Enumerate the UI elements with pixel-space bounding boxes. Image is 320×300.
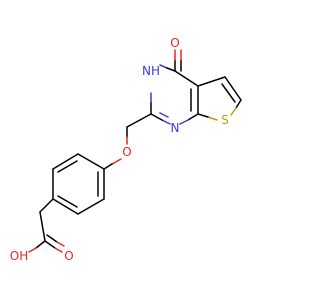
structure-canvas: O NH N S O O OH [10,36,242,263]
acid-oxygen-label: O [64,249,73,263]
molecule-diagram: O NH N S O O OH [10,36,242,263]
bond-ar1-ar2 [77,153,105,170]
ring-nitrogen-label: N [171,121,180,135]
bond-c6-s-b [230,107,237,116]
carbonyl-oxygen-label: O [170,36,179,50]
bond-o-aryl-b [103,163,113,170]
bond-c-o-dbl-inner-a [46,234,58,243]
bond-s-c7a-a [207,116,218,121]
bond-n3-c4-b [166,67,176,72]
bond-c4-c4a [174,70,199,87]
benzene-ring [52,153,105,215]
sulfur-label: S [221,113,229,127]
bond-ar4-ch2 [39,198,54,213]
bond-ar4-ar5 [52,198,79,215]
bond-c-o-dbl-b [54,247,63,253]
bond-c5-c6-inner [221,83,236,103]
pyrimidinone-ring [150,49,199,125]
bond-c6-s-a [235,99,242,109]
bond-c2-ch2 [126,113,152,128]
bond-c-oh-a [35,240,46,249]
bond-ch2-cooh [39,211,46,242]
ether-oxygen-label: O [122,145,131,159]
bond-n1-c2-inner [159,112,169,118]
acetic-acid-group [28,198,65,253]
bond-ar2-ar3 [52,153,79,170]
bond-ar5-ar6 [77,198,105,215]
bond-c7a-n1-b [179,119,189,125]
bond-ar4-ar5-inner [57,195,78,208]
bond-n1-c2-a [161,119,171,125]
bond-c-o-dbl-a [44,240,56,249]
methylene-ether-linker [103,113,152,170]
hydroxyl-label: OH [10,249,28,263]
bond-n1-c2-b [150,113,163,121]
bond-c7a-n1-a [187,113,199,121]
bond-n3-c4-a [159,64,168,69]
bond-s-c7a-b [197,113,209,118]
nh-label: NH [142,64,160,78]
thiophene-ring [197,76,242,121]
bond-ar2-ar3-inner [57,160,78,173]
bond-c4a-c5 [197,76,226,87]
bond-c5-c6 [224,76,242,101]
bond-o-aryl-a [111,158,122,165]
bond-c-oh-b [28,247,37,253]
bond-c-o-dbl-inner-b [56,241,65,247]
